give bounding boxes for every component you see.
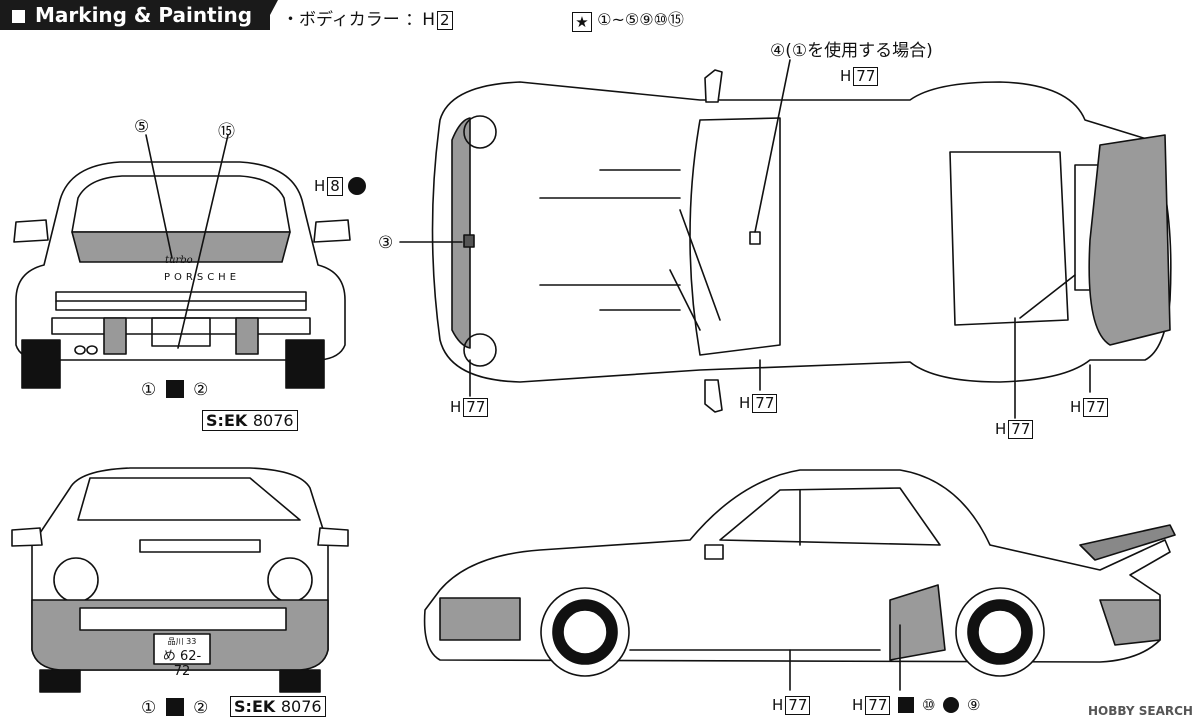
decal-icon [165,380,184,398]
code-prefix: H [739,394,751,412]
plate-mid: EK [223,411,248,430]
plate-num: 8076 [252,411,294,430]
decal-numbers: ①~⑤⑨⑩⑮ [597,10,684,29]
front-decals: ① ② [141,698,208,718]
watermark: HOBBY SEARCH [1088,704,1193,718]
rear-plate-ref: S:EK 8076 [202,410,298,431]
front-view-drawing [11,467,349,693]
front-decal-right: ② [193,698,209,718]
rear-decal-left: ① [141,380,157,400]
top-callout-3: ③ [378,233,394,253]
code-prefix: H [450,398,462,416]
plate-prefix: S [234,697,246,716]
decal-icon [898,697,915,713]
code-prefix: H [1070,398,1082,416]
body-color-code: 2 [437,11,453,30]
decal-note: ★ ①~⑤⑨⑩⑮ [572,6,684,32]
rear-decals: ① ② [141,380,208,400]
plate-num: 8076 [280,697,322,716]
square-icon [12,10,25,23]
front-decal-left: ① [141,698,157,718]
section-header: Marking & Painting [0,0,270,30]
plate-mid: EK [251,697,276,716]
front-plate-ref: S:EK 8076 [230,696,326,717]
side-decal-b: ⑨ [966,696,981,714]
decal-swatch-icon [347,177,366,195]
rear-script: turbo [165,255,193,266]
header-tail [262,0,278,30]
mirror-code-prefix: H [314,177,326,195]
code-value: 77 [463,398,489,417]
rear-decal-right: ② [193,380,209,400]
code-value: 77 [752,394,778,413]
decal-swatch-icon [943,697,960,713]
mirror-code-value: 8 [327,177,343,196]
section-title: Marking & Painting [35,3,253,27]
code-prefix: H [995,420,1007,438]
code-value: 77 [1008,420,1034,439]
side-view-drawing [423,469,1176,691]
code-prefix: H [852,696,864,714]
code-value: 77 [1083,398,1109,417]
front-plate-line2: め 62-72 [162,649,202,679]
top-view-drawing [399,59,1172,419]
top-note: ④(①を使用する場合) [770,41,933,61]
plate-prefix: S [206,411,218,430]
rear-callout-a: ⑤ [134,117,150,137]
code-value: 77 [785,696,811,715]
rear-view-drawing [13,134,351,389]
decal-icon [165,698,184,716]
side-decal-a: ⑩ [921,696,936,714]
code-prefix: H [840,67,852,85]
front-plate-line1: 品川 33 [167,637,197,646]
code-value: 77 [865,696,891,715]
body-color-label: ・ボディカラー ：H [282,10,435,30]
rear-badge: PORSCHE [164,272,241,283]
star-icon: ★ [572,12,592,32]
code-value: 77 [853,67,879,86]
rear-callout-b: ⑮ [218,122,235,142]
code-prefix: H [772,696,784,714]
